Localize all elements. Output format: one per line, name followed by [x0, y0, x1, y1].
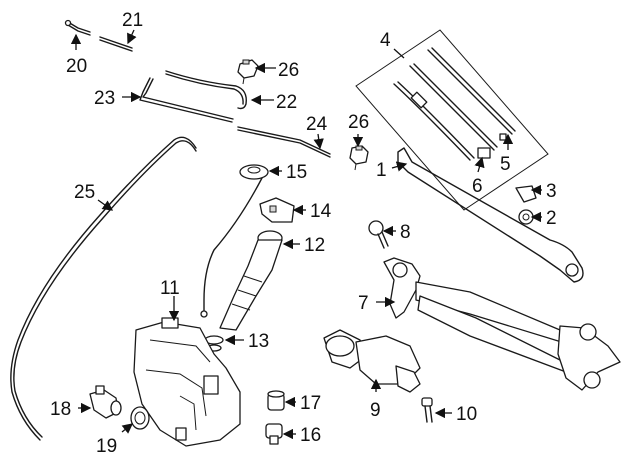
hose-20 [64, 19, 91, 36]
callout-5: 5 [500, 154, 511, 175]
filler-neck-12 [219, 230, 283, 331]
callout-3: 3 [546, 181, 557, 202]
callout-26-mid: 26 [348, 112, 369, 133]
cap-15 [200, 164, 269, 318]
callout-11: 11 [160, 278, 180, 299]
hose-22 [165, 70, 247, 110]
hose-21 [99, 36, 133, 52]
callout-6: 6 [472, 176, 483, 197]
wiper-blade-box [355, 29, 549, 211]
sensor-16 [265, 423, 283, 445]
grommet-19 [130, 406, 150, 430]
callout-23: 23 [94, 88, 115, 109]
callout-13: 13 [248, 331, 269, 352]
callout-14: 14 [310, 201, 332, 222]
linkage-7 [383, 257, 621, 391]
callout-10: 10 [456, 404, 477, 425]
callout-22: 22 [276, 92, 297, 113]
callout-25: 25 [74, 182, 95, 203]
callout-17: 17 [300, 393, 321, 414]
motor-9 [323, 329, 421, 393]
callout-7: 7 [358, 293, 369, 314]
hose-24 [237, 126, 331, 158]
callout-18: 18 [50, 399, 71, 420]
cap-3 [515, 185, 537, 203]
callout-4: 4 [380, 30, 391, 51]
leader-lines [70, 29, 542, 440]
callout-24: 24 [306, 114, 328, 135]
callout-15: 15 [286, 162, 307, 183]
wiper-arm-1 [397, 147, 584, 283]
nut-2 [518, 209, 534, 225]
callout-21: 21 [122, 10, 143, 31]
callout-9: 9 [370, 400, 381, 421]
callout-20: 20 [66, 56, 87, 77]
bolt-8 [368, 220, 389, 249]
callout-16: 16 [300, 425, 321, 446]
nozzle-26-mid [349, 145, 369, 171]
pump-18 [89, 385, 122, 419]
callout-8: 8 [400, 222, 411, 243]
hose-23 [139, 77, 234, 123]
bolt-10 [421, 397, 433, 423]
callout-26-top: 26 [278, 60, 299, 81]
sensor-17 [267, 390, 285, 411]
bracket-14 [259, 197, 295, 223]
reservoir-11 [133, 317, 241, 447]
nozzle-26-top [237, 59, 259, 85]
callout-1: 1 [376, 160, 387, 181]
hose-25 [10, 136, 197, 441]
callout-12: 12 [304, 235, 325, 256]
callout-19: 19 [96, 436, 117, 457]
callout-2: 2 [546, 208, 557, 229]
